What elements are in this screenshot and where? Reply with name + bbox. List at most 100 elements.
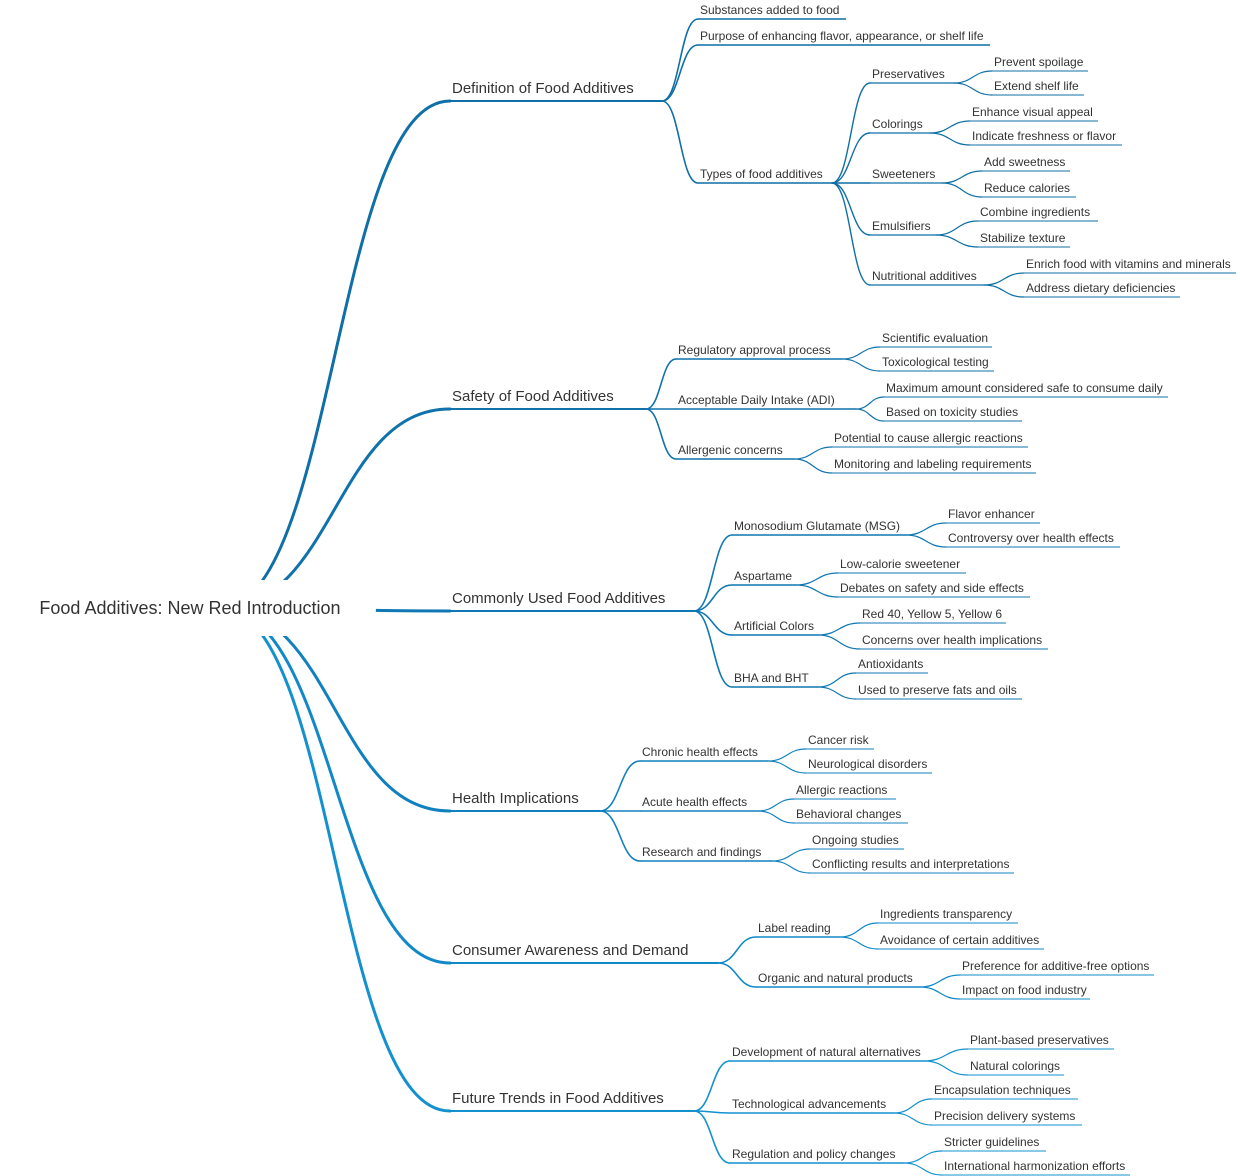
leaf-label[interactable]: Allergic reactions [796, 783, 887, 797]
leaf-label[interactable]: International harmonization efforts [944, 1159, 1125, 1173]
subtopic-connector [661, 18, 699, 102]
leaf-connector [941, 182, 983, 198]
subtopic-label[interactable]: Organic and natural products [758, 971, 913, 985]
subtopic-label[interactable]: Aspartame [734, 569, 792, 583]
subtopic-label[interactable]: Acute health effects [642, 795, 747, 809]
subtopic-connector [693, 534, 733, 612]
leaf-label[interactable]: Based on toxicity studies [886, 405, 1018, 419]
subtopic-connector [645, 358, 677, 410]
subtopic-label[interactable]: Monosodium Glutamate (MSG) [734, 519, 900, 533]
subtopic-label[interactable]: Emulsifiers [872, 219, 931, 233]
leaf-label[interactable]: Avoidance of certain additives [880, 933, 1039, 947]
leaf-label[interactable]: Neurological disorders [808, 757, 927, 771]
leaf-label[interactable]: Behavioral changes [796, 807, 901, 821]
leaf-connector [817, 622, 861, 636]
subtopic-label[interactable]: Research and findings [642, 845, 761, 859]
leaf-label[interactable]: Stricter guidelines [944, 1135, 1039, 1149]
subtopic-label[interactable]: Development of natural alternatives [732, 1045, 921, 1059]
main-topic-label[interactable]: Future Trends in Food Additives [452, 1090, 664, 1107]
leaf-label[interactable]: Reduce calories [984, 181, 1070, 195]
subtopic-connector [831, 182, 871, 286]
leaf-connector [855, 396, 885, 410]
leaf-connector [817, 686, 857, 700]
main-topic-label[interactable]: Definition of Food Additives [452, 80, 634, 97]
leaf-label[interactable]: Toxicological testing [882, 355, 989, 369]
leaf-label[interactable]: Low-calorie sweetener [840, 557, 960, 571]
leaf-label[interactable]: Impact on food industry [962, 983, 1087, 997]
leaf-label[interactable]: Indicate freshness or flavor [972, 129, 1116, 143]
leaf-connector [919, 986, 961, 1000]
leaf-connector [767, 748, 807, 762]
subtopic-label[interactable]: Allergenic concerns [678, 443, 783, 457]
subtopic-label[interactable]: Types of food additives [700, 167, 823, 181]
leaf-label[interactable]: Stabilize texture [980, 231, 1066, 245]
leaf-label[interactable]: Extend shelf life [994, 79, 1079, 93]
subtopic-label[interactable]: Substances added to food [700, 3, 839, 17]
leaf-connector [923, 1048, 969, 1062]
subtopic-label[interactable]: Preservatives [872, 67, 945, 81]
branch-connector [218, 606, 452, 1113]
leaf-connector [767, 760, 807, 774]
leaf-label[interactable]: Preference for additive-free options [962, 959, 1149, 973]
branch-connector [218, 606, 452, 813]
leaf-label[interactable]: Potential to cause allergic reactions [834, 431, 1023, 445]
leaf-label[interactable]: Prevent spoilage [994, 55, 1084, 69]
leaf-label[interactable]: Maximum amount considered safe to consum… [886, 381, 1163, 395]
subtopic-connector [831, 132, 871, 184]
subtopic-label[interactable]: Regulation and policy changes [732, 1147, 895, 1161]
main-topic-label[interactable]: Safety of Food Additives [452, 388, 614, 405]
leaf-label[interactable]: Add sweetness [984, 155, 1065, 169]
leaf-label[interactable]: Plant-based preservatives [970, 1033, 1109, 1047]
leaf-label[interactable]: Natural colorings [970, 1059, 1060, 1073]
leaf-label[interactable]: Red 40, Yellow 5, Yellow 6 [862, 607, 1002, 621]
subtopic-connector [693, 584, 733, 612]
leaf-label[interactable]: Conflicting results and interpretations [812, 857, 1009, 871]
main-topic-label[interactable]: Consumer Awareness and Demand [452, 942, 689, 959]
leaf-label[interactable]: Enrich food with vitamins and minerals [1026, 257, 1231, 271]
branch-connector [218, 99, 452, 610]
main-topic-label[interactable]: Commonly Used Food Additives [452, 590, 665, 607]
branch-connector [218, 407, 452, 610]
leaf-connector [793, 446, 833, 460]
leaf-connector [941, 170, 983, 184]
subtopic-label[interactable]: Nutritional additives [872, 269, 977, 283]
leaf-label[interactable]: Debates on safety and side effects [840, 581, 1024, 595]
subtopic-connector [717, 962, 757, 988]
leaf-label[interactable]: Antioxidants [858, 657, 923, 671]
main-topic-label[interactable]: Health Implications [452, 790, 579, 807]
node-layer: Definition of Food Additives Substances a… [4, 3, 1231, 1173]
leaf-connector [923, 1060, 969, 1076]
leaf-label[interactable]: Flavor enhancer [948, 507, 1035, 521]
subtopic-label[interactable]: Artificial Colors [734, 619, 814, 633]
leaf-label[interactable]: Controversy over health effects [948, 531, 1114, 545]
leaf-connector [855, 408, 885, 422]
leaf-label[interactable]: Concerns over health implications [862, 633, 1042, 647]
leaf-label[interactable]: Scientific evaluation [882, 331, 988, 345]
subtopic-label[interactable]: Purpose of enhancing flavor, appearance,… [700, 29, 984, 43]
subtopic-label[interactable]: Regulatory approval process [678, 343, 831, 357]
root-node-box[interactable] [4, 580, 376, 636]
subtopic-connector [693, 1060, 731, 1112]
subtopic-label[interactable]: Technological advancements [732, 1097, 886, 1111]
subtopic-label[interactable]: Colorings [872, 117, 923, 131]
leaf-connector [953, 82, 993, 96]
subtopic-label[interactable]: Chronic health effects [642, 745, 758, 759]
leaf-label[interactable]: Enhance visual appeal [972, 105, 1093, 119]
leaf-label[interactable]: Cancer risk [808, 733, 870, 747]
leaf-label[interactable]: Ongoing studies [812, 833, 899, 847]
leaf-label[interactable]: Address dietary deficiencies [1026, 281, 1175, 295]
leaf-label[interactable]: Ingredients transparency [880, 907, 1012, 921]
subtopic-label[interactable]: BHA and BHT [734, 671, 809, 685]
subtopic-label[interactable]: Sweeteners [872, 167, 935, 181]
leaf-label[interactable]: Encapsulation techniques [934, 1083, 1071, 1097]
leaf-connector [983, 284, 1025, 298]
subtopic-label[interactable]: Label reading [758, 921, 831, 935]
leaf-label[interactable]: Precision delivery systems [934, 1109, 1075, 1123]
subtopic-label[interactable]: Acceptable Daily Intake (ADI) [678, 393, 835, 407]
subtopic-connector [645, 408, 677, 460]
leaf-label[interactable]: Monitoring and labeling requirements [834, 457, 1031, 471]
leaf-label[interactable]: Combine ingredients [980, 205, 1090, 219]
leaf-label[interactable]: Used to preserve fats and oils [858, 683, 1017, 697]
leaf-connector [839, 922, 879, 938]
